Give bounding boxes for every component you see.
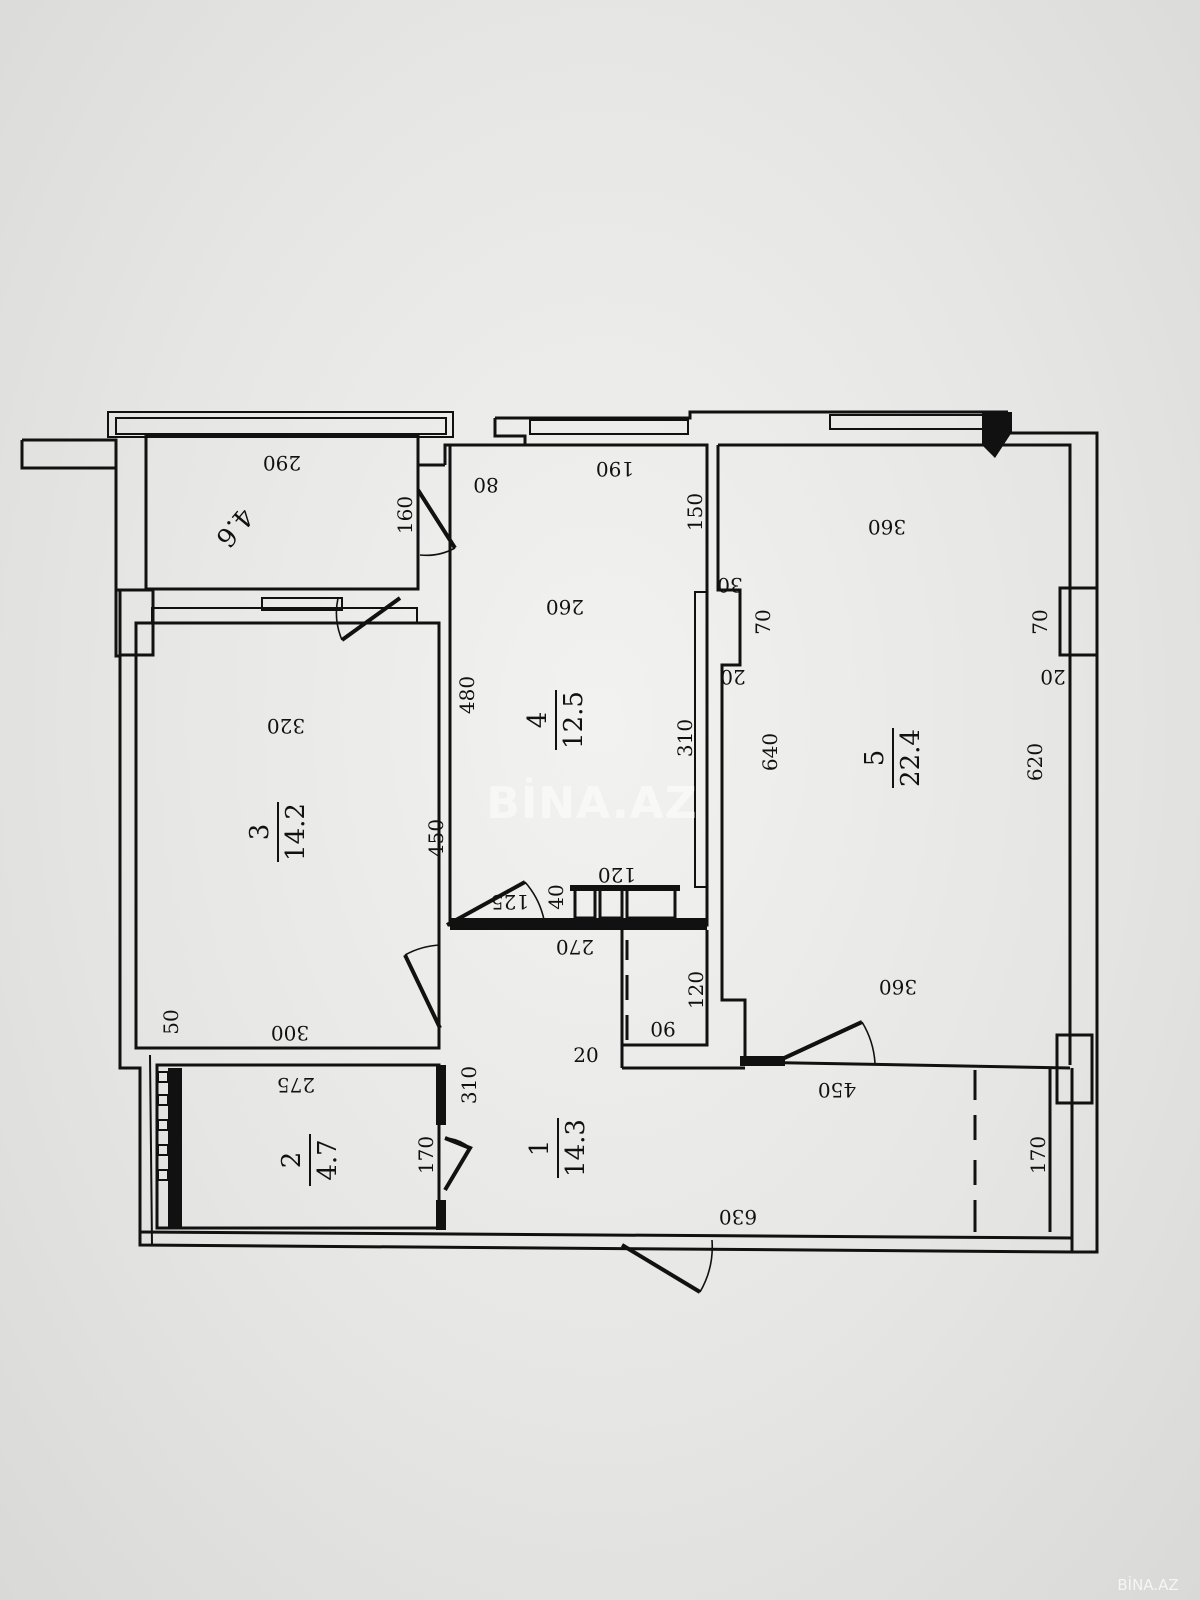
dim-label: 310 [457, 1066, 481, 1104]
room-number: 1 [525, 1140, 555, 1157]
room-2-walls [155, 1063, 446, 1230]
dimension-labels-inverted: 290 80 190 260 120 125 270 90 360 30 20 … [263, 451, 1066, 1229]
watermark: BİNA.AZ [486, 776, 697, 829]
dim-label: 120 [598, 863, 636, 887]
dim-label: 320 [267, 714, 305, 738]
dim-label: 275 [277, 1073, 315, 1097]
dim-label: 170 [1026, 1136, 1050, 1174]
dim-label: 480 [455, 676, 479, 714]
dim-label: 160 [393, 496, 417, 534]
room-4-walls [448, 443, 709, 930]
dim-label: 360 [868, 515, 906, 539]
watermark-corner: BİNA.AZ [1117, 1575, 1178, 1594]
room-number: 3 [245, 824, 275, 841]
dim-label: 190 [596, 457, 634, 481]
room-number: 2 [277, 1152, 307, 1169]
room-number: 4 [523, 712, 553, 729]
dim-label: 90 [650, 1017, 675, 1041]
dim-label: 170 [414, 1136, 438, 1174]
dim-label: 50 [159, 1009, 183, 1034]
room-area: 4.7 [313, 1139, 343, 1180]
room-label-3: 3 14.2 [245, 802, 311, 862]
dim-label: 360 [879, 975, 917, 999]
dim-label: 300 [271, 1021, 309, 1045]
room-label-5: 5 22.4 [860, 728, 926, 788]
dim-label: 125 [491, 890, 529, 914]
room-label-4: 4 12.5 [523, 690, 589, 750]
room-area: 12.5 [559, 691, 589, 749]
dim-label: 30 [717, 573, 742, 597]
dim-label: 450 [818, 1078, 856, 1102]
dim-label: 70 [1028, 609, 1052, 634]
balcony-area: 4.6 [209, 502, 259, 553]
dim-label: 80 [473, 473, 498, 497]
hallway-walls [620, 930, 1074, 1252]
room-label-1: 1 14.3 [525, 1118, 591, 1178]
room-area: 14.3 [561, 1119, 591, 1177]
dim-label: 620 [1023, 743, 1047, 781]
dim-label: 260 [546, 595, 584, 619]
dim-label: 70 [751, 609, 775, 634]
room-3-walls [134, 597, 441, 1050]
dim-label: 630 [719, 1205, 757, 1229]
room-area: 22.4 [896, 729, 926, 787]
dim-label: 20 [720, 665, 745, 689]
dim-label: 310 [673, 719, 697, 757]
dimension-labels-vertical: 160 150 480 310 40 120 70 640 70 620 450… [159, 493, 1052, 1174]
doors [335, 488, 876, 1294]
dim-label: 40 [544, 884, 568, 909]
room-5-walls [716, 443, 1072, 1070]
room-label-2: 2 4.7 [277, 1134, 343, 1186]
dim-label: 450 [424, 819, 448, 857]
dim-label: 120 [684, 971, 708, 1009]
dim-label: 150 [683, 493, 707, 531]
dim-label: 270 [556, 935, 594, 959]
dim-label: 640 [758, 733, 782, 771]
room-area: 14.2 [281, 803, 311, 861]
dimension-labels: 20 [573, 1043, 598, 1067]
dim-label: 20 [1040, 665, 1065, 689]
balcony-structure [20, 411, 454, 592]
dim-label: 290 [263, 451, 301, 475]
balcony-label: 4.6 [209, 502, 259, 553]
dim-label: 20 [573, 1043, 598, 1067]
room-number: 5 [860, 750, 890, 767]
